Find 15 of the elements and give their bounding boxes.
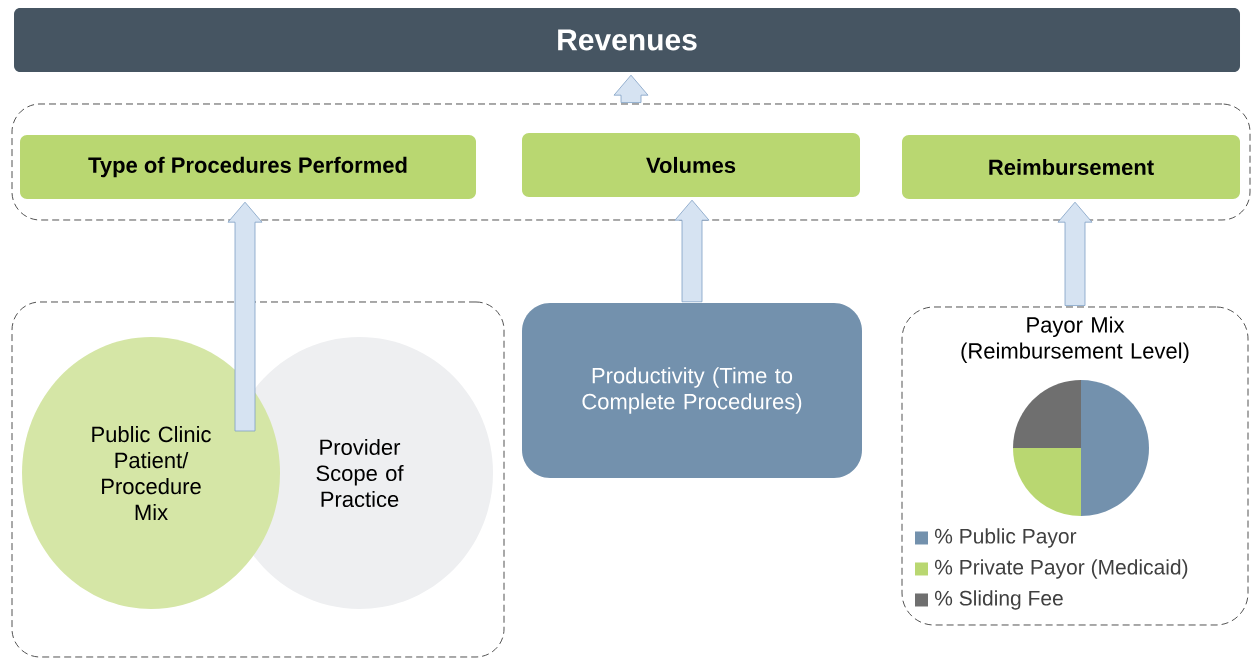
title-bar: Revenues [14, 8, 1240, 72]
legend-label: % Public Payor [934, 528, 1077, 548]
block-arrow [613, 74, 649, 103]
category-box: Volumes [522, 133, 860, 197]
block-arrow [227, 201, 263, 432]
legend-label: % Sliding Fee [934, 590, 1063, 610]
legend-label: % Private Payor (Medicaid) [934, 559, 1188, 579]
factor-box: Productivity (Time to Complete Procedures) [522, 303, 862, 478]
dashed-group [11, 301, 505, 658]
block-arrow [674, 199, 710, 303]
category-box: Reimbursement [902, 135, 1240, 199]
dashed-group [11, 103, 1251, 221]
group-heading: Payor Mix (Reimbursement Level) [961, 316, 1189, 363]
block-arrow [1057, 201, 1093, 306]
category-box: Type of Procedures Performed [20, 135, 476, 199]
